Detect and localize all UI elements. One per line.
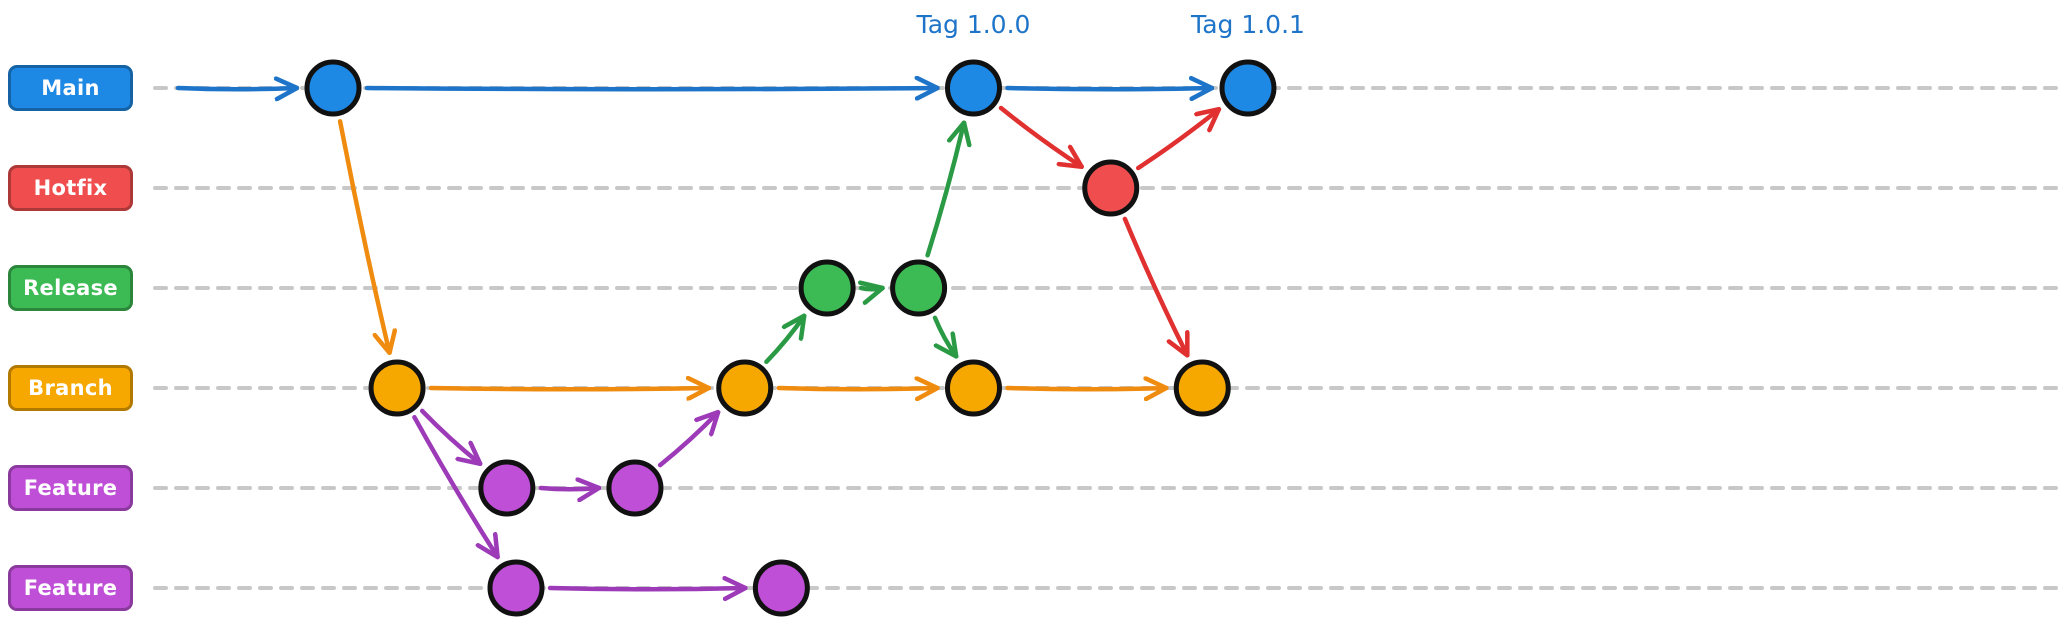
edge-b0-g0 [412,414,497,557]
commit-nodes [304,59,1277,617]
edge-h0-b3 [1122,216,1187,355]
commit-g0[interactable] [487,559,545,617]
edge-f0-f1 [538,488,599,489]
commit-r0[interactable] [798,259,856,317]
edge-g0-g1 [547,588,745,589]
lane-label-feature2: Feature [8,565,133,611]
lane-label-release: Release [8,265,133,311]
edge-b0-f0 [419,408,480,464]
edge-b1-r0 [764,316,804,365]
edge-start-m0 [175,88,297,89]
commit-m2[interactable] [1219,59,1277,117]
commit-b2[interactable] [945,359,1002,417]
edge-h0-m2 [1135,109,1219,171]
lane-label-hotfix: Hotfix [8,165,133,211]
commit-m1[interactable] [945,59,1002,117]
edge-m1-h0 [998,105,1082,167]
commit-h0[interactable] [1082,159,1140,217]
edge-b1-b2 [776,388,938,389]
commit-g1[interactable] [752,559,810,617]
edge-f1-b1 [657,412,718,468]
commit-b1[interactable] [716,359,774,417]
commit-f1[interactable] [606,459,664,517]
commit-r1[interactable] [890,259,948,317]
commit-edges [175,88,1219,589]
lane-label-main: Main [8,65,133,111]
tag-label-m2: Tag 1.0.1 [1191,10,1305,39]
edge-b2-b3 [1005,388,1167,389]
edge-m1-m2 [1005,88,1213,89]
lane-label-feature1: Feature [8,465,133,511]
edge-r1-m1 [925,123,964,258]
edge-r1-b2 [932,315,956,357]
commit-b3[interactable] [1173,359,1231,417]
commit-b0[interactable] [368,359,426,417]
commit-f0[interactable] [478,459,536,517]
edge-m0-m1 [364,88,940,89]
edge-m0-b0 [337,119,389,352]
commit-m0[interactable] [304,59,362,117]
tag-label-m1: Tag 1.0.0 [916,10,1031,39]
edge-b0-b1 [428,388,709,389]
lane-label-branch: Branch [8,365,133,411]
edge-r0-r1 [861,288,883,289]
